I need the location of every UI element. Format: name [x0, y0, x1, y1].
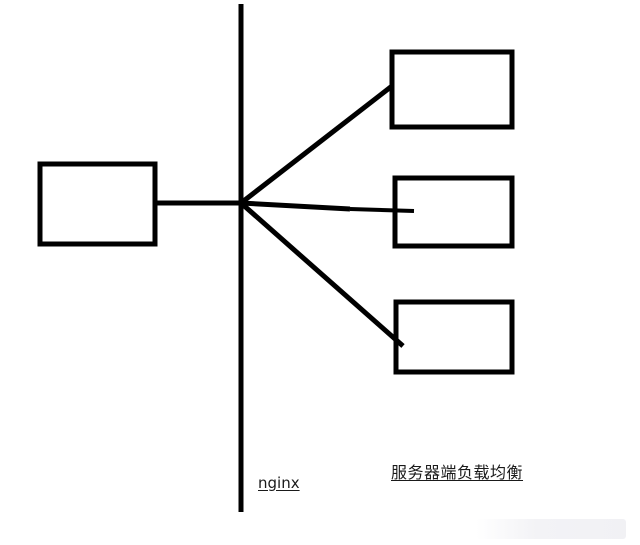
nginx-label: nginx [258, 474, 300, 492]
connector-to-server-bottom [239, 201, 405, 348]
client-box [37, 161, 158, 247]
connector-to-server-middle-tip [349, 207, 415, 213]
server-box-bottom [393, 299, 515, 375]
load-balancing-label: 服务器端负载均衡 [391, 463, 524, 482]
server-box-top [389, 49, 515, 130]
watermark [476, 519, 626, 539]
connector-to-server-middle [240, 200, 351, 212]
connector-to-server-top [239, 84, 394, 205]
